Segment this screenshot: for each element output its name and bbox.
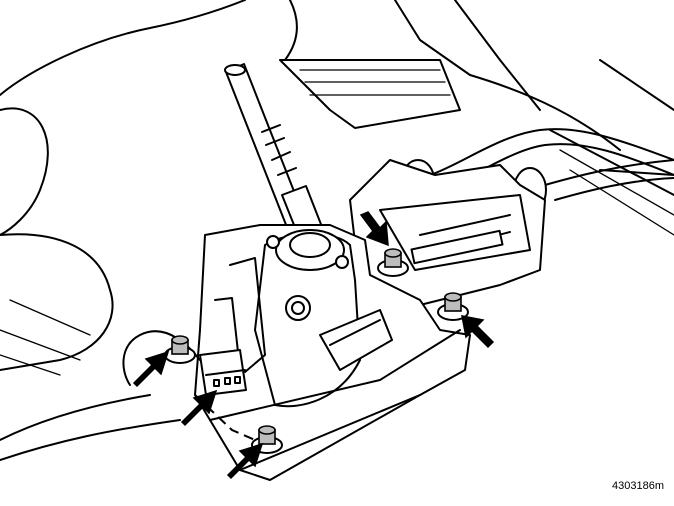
mounting-bolts: [164, 248, 469, 454]
figure-reference-code: 4303186m: [612, 480, 664, 492]
interior-background: [0, 0, 674, 461]
electrical-connector: [122, 330, 247, 396]
mounting-bolt-icon: [164, 335, 196, 364]
pointer-arrow-icon: [461, 315, 495, 349]
pointer-arrows: [132, 211, 495, 480]
pointer-arrow-icon: [359, 211, 389, 247]
mounting-bolt-icon: [437, 292, 469, 321]
pointer-arrow-icon: [180, 389, 218, 427]
pointer-arrow-icon: [226, 442, 264, 480]
pointer-arrow-icon: [132, 350, 170, 388]
mounting-bolt-icon: [377, 248, 409, 277]
lever-housing: [194, 224, 471, 481]
